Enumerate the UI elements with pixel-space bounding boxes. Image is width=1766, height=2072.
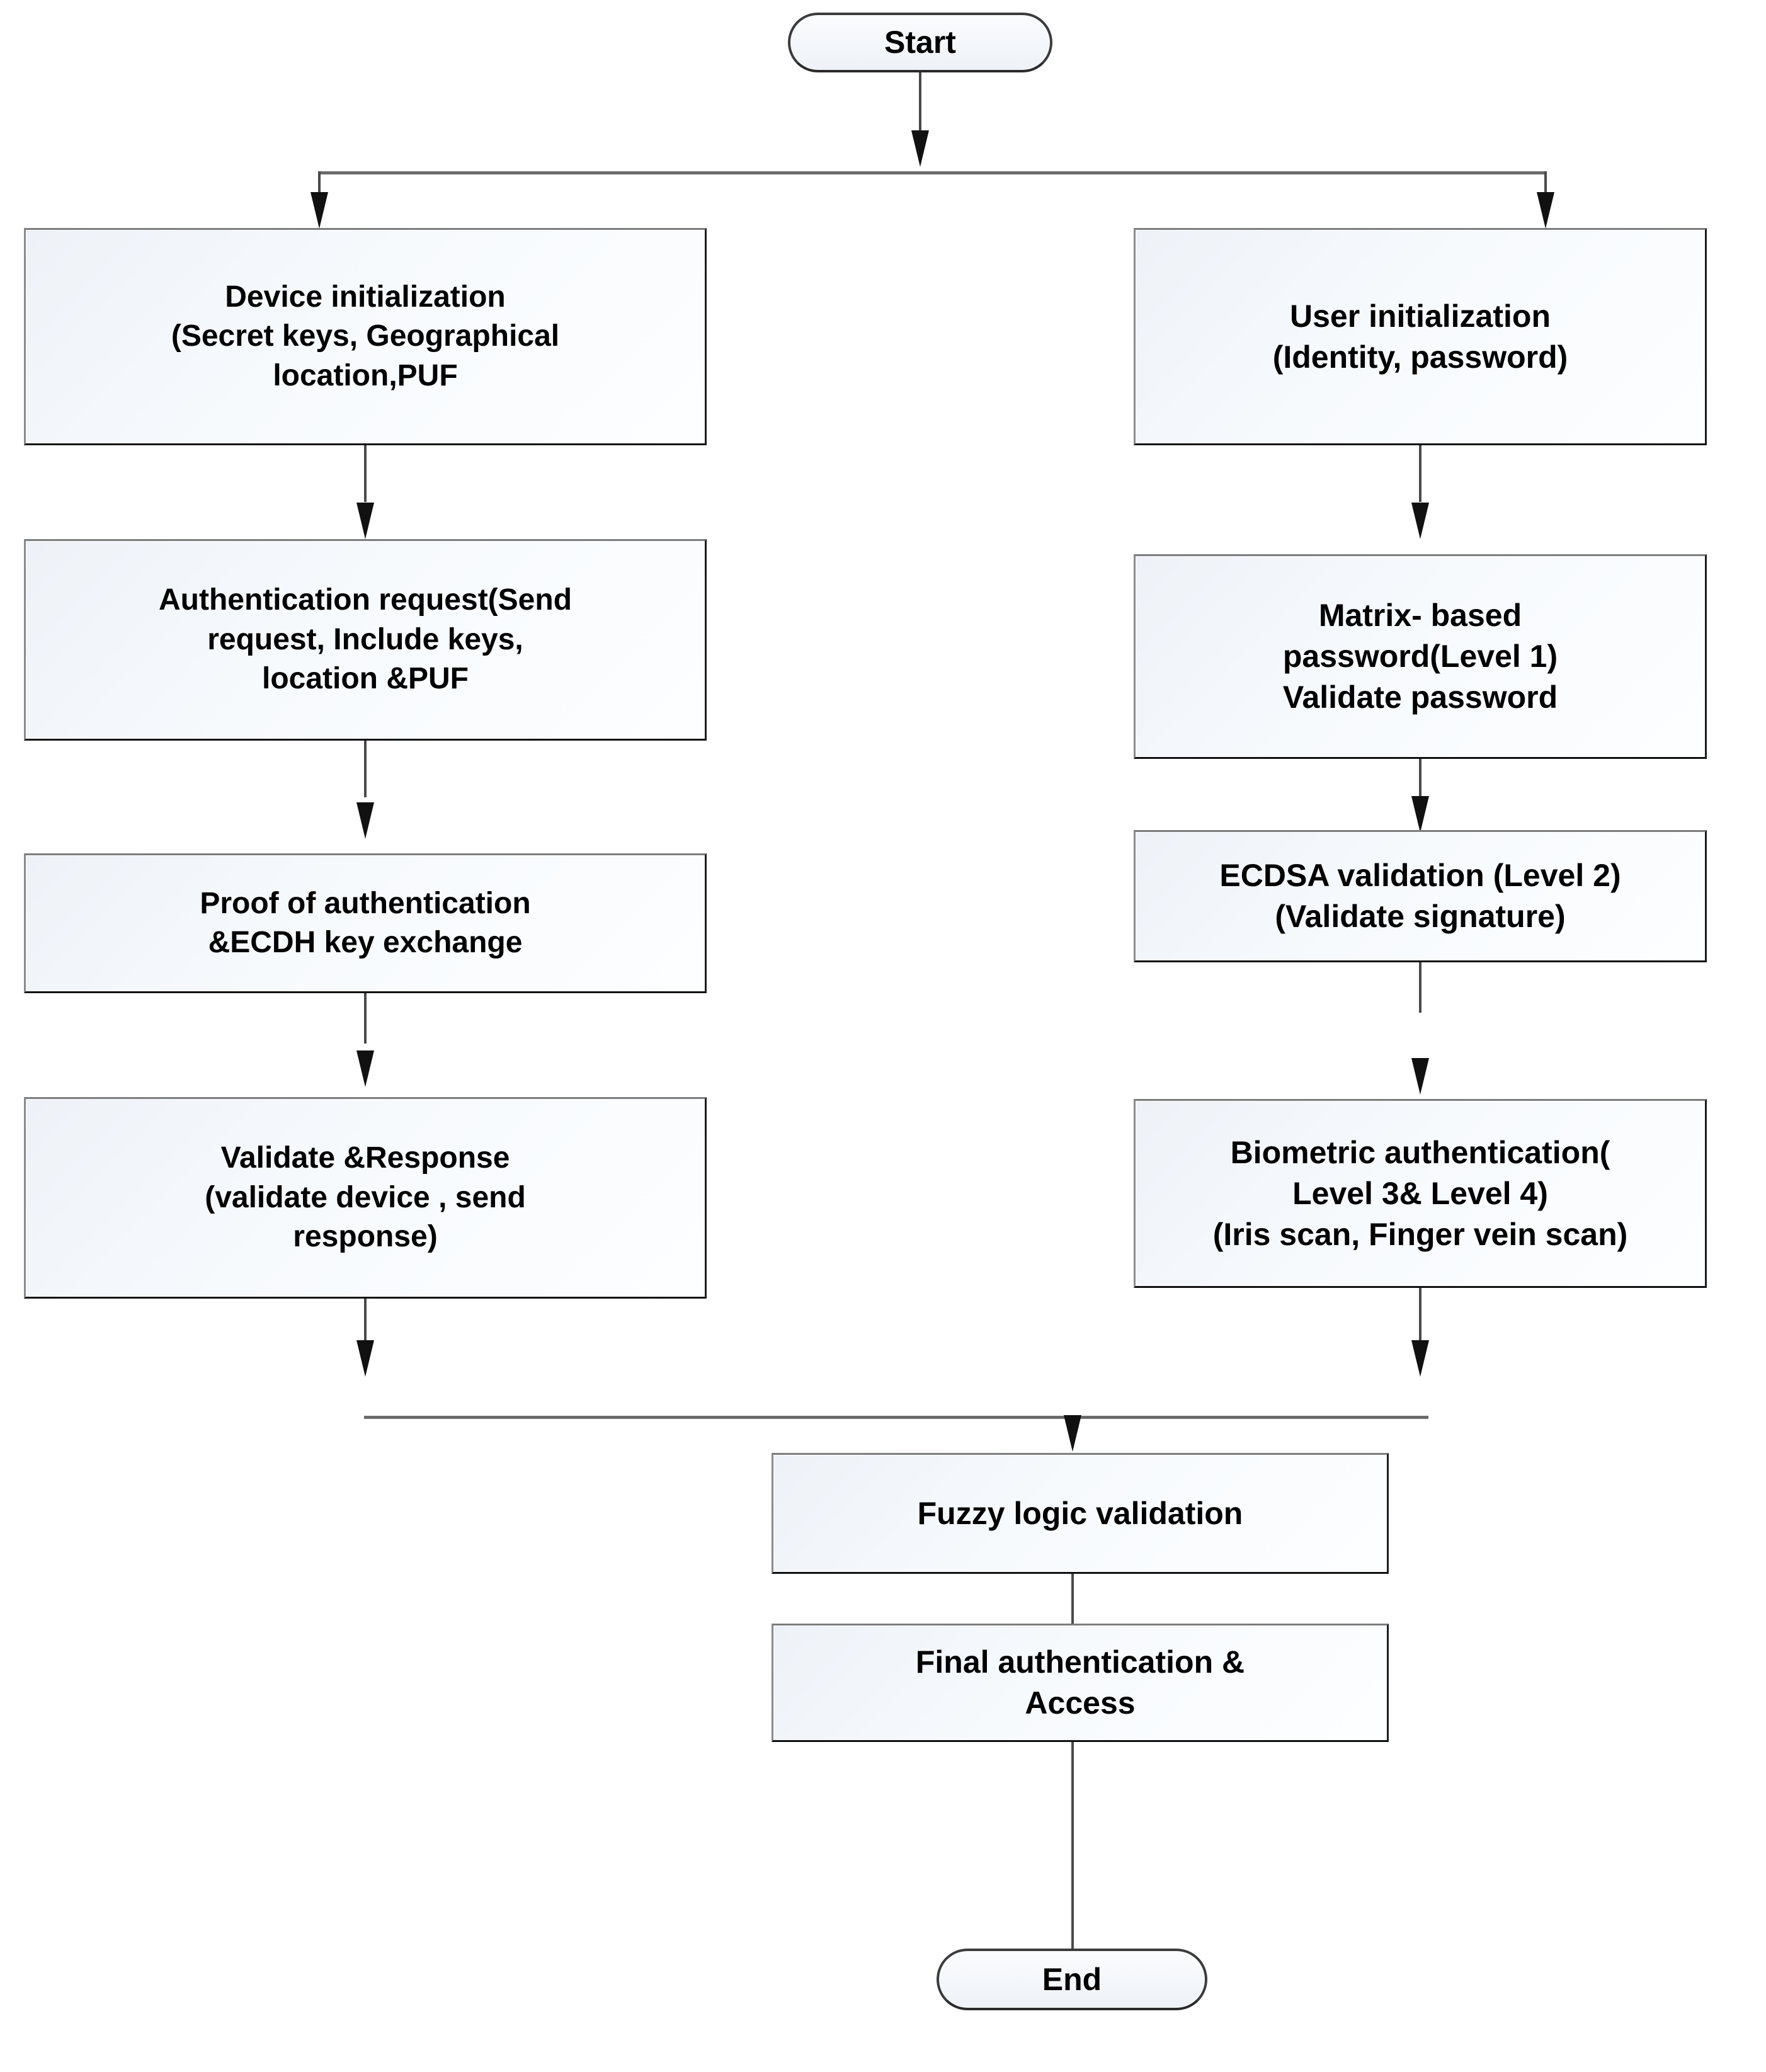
node-validate-response[interactable]: Validate &Response (validate device , se… — [24, 1097, 707, 1299]
edge-ecdsa-to-biometric-arrowhead — [1411, 1058, 1429, 1095]
edge-final-to-end — [1071, 1742, 1074, 1950]
edge-fork-right-stem — [1544, 171, 1547, 209]
edge-right-merge-stem — [1419, 1288, 1421, 1354]
node-proof-of-authentication[interactable]: Proof of authentication &ECDH key exchan… — [24, 853, 707, 993]
edge-merge-to-fuzzy-arrowhead — [1064, 1415, 1081, 1452]
node-biometric-authentication-label: Biometric authentication( Level 3& Level… — [1212, 1134, 1628, 1252]
edge-device-to-auth-arrowhead — [356, 503, 374, 539]
node-matrix-password[interactable]: Matrix- based password(Level 1) Validate… — [1134, 554, 1707, 759]
node-ecdsa-validation[interactable]: ECDSA validation (Level 2) (Validate sig… — [1134, 830, 1707, 962]
edge-left-merge-stem — [364, 1299, 367, 1355]
node-proof-of-authentication-label: Proof of authentication &ECDH key exchan… — [200, 886, 531, 959]
node-validate-response-label: Validate &Response (validate device , se… — [205, 1141, 526, 1254]
node-end[interactable]: End — [937, 1949, 1207, 2010]
edge-auth-to-proof-stem — [364, 741, 367, 797]
node-device-initialization[interactable]: Device initialization (Secret keys, Geog… — [24, 228, 707, 445]
edge-auth-to-proof-arrowhead — [356, 802, 374, 839]
edge-proof-to-validate-stem — [364, 993, 367, 1044]
node-device-initialization-label: Device initialization (Secret keys, Geog… — [171, 280, 560, 392]
node-final-authentication[interactable]: Final authentication & Access — [772, 1624, 1389, 1742]
node-start-label: Start — [884, 25, 956, 60]
edge-right-merge-arrowhead — [1411, 1340, 1429, 1377]
edge-device-to-auth-stem — [364, 445, 367, 502]
node-biometric-authentication[interactable]: Biometric authentication( Level 3& Level… — [1134, 1099, 1707, 1288]
edge-fork-left-stem — [318, 171, 321, 209]
node-end-label: End — [1042, 1961, 1102, 1997]
node-authentication-request-label: Authentication request(Send request, Inc… — [158, 583, 573, 696]
edge-matrix-to-ecdsa-stem — [1419, 759, 1421, 803]
node-final-authentication-label: Final authentication & Access — [915, 1644, 1245, 1721]
edge-matrix-to-ecdsa-arrowhead — [1411, 796, 1429, 833]
fork-top-bar — [319, 171, 1546, 174]
node-start[interactable]: Start — [788, 13, 1052, 72]
node-ecdsa-validation-label: ECDSA validation (Level 2) (Validate sig… — [1219, 858, 1621, 934]
node-authentication-request[interactable]: Authentication request(Send request, Inc… — [24, 539, 707, 741]
edge-fork-left-arrowhead — [310, 192, 328, 229]
edge-start-arrowhead — [911, 130, 929, 167]
edge-fork-right-arrowhead — [1537, 192, 1554, 229]
edge-left-merge-arrowhead — [356, 1340, 374, 1377]
edge-fuzzy-to-final — [1071, 1574, 1074, 1624]
edge-user-to-matrix-stem — [1419, 445, 1421, 502]
node-fuzzy-logic-validation-label: Fuzzy logic validation — [917, 1495, 1243, 1531]
edge-start-stem — [919, 72, 921, 135]
edge-proof-to-validate-arrowhead — [356, 1050, 374, 1087]
edge-ecdsa-to-biometric-stem — [1419, 962, 1421, 1013]
node-matrix-password-label: Matrix- based password(Level 1) Validate… — [1282, 598, 1558, 715]
node-fuzzy-logic-validation[interactable]: Fuzzy logic validation — [772, 1453, 1389, 1574]
merge-bottom-bar — [364, 1416, 1428, 1419]
node-user-initialization-label: User initialization (Identity, password) — [1272, 298, 1568, 375]
node-user-initialization[interactable]: User initialization (Identity, password) — [1134, 228, 1707, 445]
edge-user-to-matrix-arrowhead — [1411, 503, 1429, 539]
